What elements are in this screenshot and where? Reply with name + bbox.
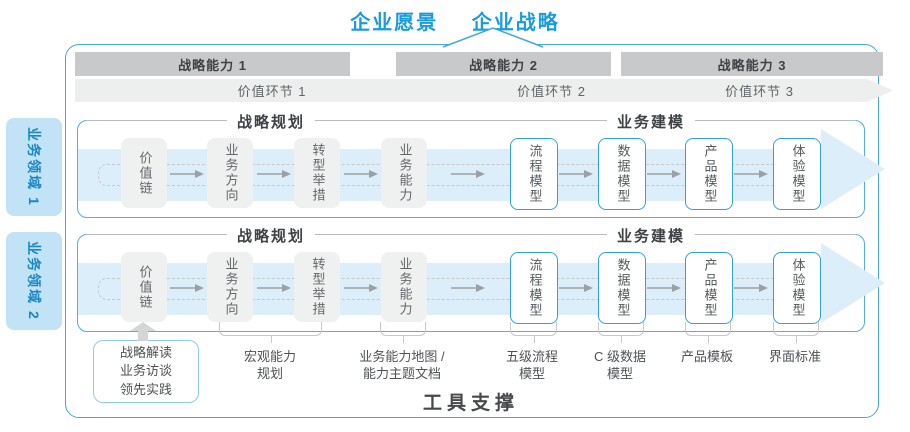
annotation-line: 宏观能力 [243, 349, 297, 364]
planning-header: 战略规划 [226, 111, 316, 132]
right-arrow-icon [734, 170, 768, 178]
header-divider-line [86, 234, 856, 235]
bracket [219, 322, 322, 343]
diagram-title: 企业愿景 企业战略 [0, 6, 910, 35]
capability-bar-1: 战略能力 1 [75, 52, 350, 76]
right-arrow-icon [344, 170, 378, 178]
experience-model-box: 体验模型 [773, 138, 821, 210]
right-arrow-icon [257, 284, 291, 292]
right-arrow-icon [451, 170, 485, 178]
experience-model-box: 体验模型 [773, 252, 821, 324]
right-arrow-icon [734, 284, 768, 292]
bracket [510, 322, 557, 343]
vision-title: 企业愿景 [350, 12, 439, 34]
capability-bar-3: 战略能力 3 [621, 52, 883, 76]
bracket [773, 322, 819, 343]
annotation-process-model: 五级流程 模型 [506, 349, 558, 383]
annotation-ui-standard: 界面标准 [769, 349, 821, 366]
transformation-initiative-box: 转型举措 [294, 138, 340, 208]
domain-1-row: 战略规划 业务建模 价值链 业务方向 转型举措 业务能力 流程模型 数据模型 产… [77, 111, 885, 218]
right-arrow-icon [647, 170, 681, 178]
domain-2-row: 战略规划 业务建模 价值链 业务方向 转型举措 业务能力 流程模型 数据模型 产… [77, 225, 885, 332]
bracket [380, 322, 426, 343]
right-arrow-icon [559, 284, 593, 292]
right-arrow-icon [257, 170, 291, 178]
process-model-box: 流程模型 [510, 252, 558, 324]
domain-label-1-text: 业务领域 1 [26, 127, 42, 207]
value-chain-box: 价值链 [121, 138, 167, 208]
annotation-line: 规划 [256, 365, 284, 381]
product-model-box: 产品模型 [685, 138, 733, 210]
modeling-header: 业务建模 [606, 111, 696, 132]
annotation-line: 能力主题文档 [362, 365, 442, 381]
business-direction-box: 业务方向 [207, 252, 253, 322]
value-chevron-3: 价值环节 3 [618, 79, 893, 102]
bracket [685, 322, 731, 343]
right-arrow-icon [170, 284, 204, 292]
domain-label-2: 业务领域 2 [6, 232, 62, 330]
annotation-line: 模型 [518, 365, 546, 381]
right-arrow-icon [170, 170, 204, 178]
right-arrow-icon [344, 284, 378, 292]
practice-line: 领先实践 [119, 381, 172, 397]
annotation-capability-map: 业务能力地图 / 能力主题文档 [359, 349, 444, 383]
annotation-macro-capability: 宏观能力 规划 [244, 349, 296, 383]
annotation-line: 业务能力地图 / [359, 349, 445, 364]
value-chevron-2: 价值环节 2 [447, 79, 648, 102]
process-model-box: 流程模型 [510, 138, 558, 210]
business-capability-box: 业务能力 [381, 252, 427, 322]
capability-bar-2: 战略能力 2 [396, 52, 611, 76]
annotation-line: 模型 [606, 365, 634, 381]
right-arrow-icon [451, 284, 485, 292]
annotation-line: C 级数据 [593, 349, 647, 364]
practice-line: 战略解读 [119, 344, 172, 360]
annotation-line: 产品模板 [680, 349, 734, 364]
planning-header: 战略规划 [226, 225, 316, 246]
annotation-data-model: C 级数据 模型 [594, 349, 646, 383]
up-arrow-icon [130, 322, 156, 341]
caret-up-icon [442, 27, 544, 48]
modeling-header: 业务建模 [606, 225, 696, 246]
annotation-product-template: 产品模板 [681, 349, 733, 366]
business-direction-box: 业务方向 [207, 138, 253, 208]
right-arrow-icon [559, 170, 593, 178]
domain-label-1: 业务领域 1 [6, 118, 62, 216]
practice-line: 业务访谈 [119, 363, 172, 379]
data-model-box: 数据模型 [598, 252, 646, 324]
bracket [598, 322, 644, 343]
right-arrow-icon [647, 284, 681, 292]
domain-label-2-text: 业务领域 2 [26, 241, 42, 321]
annotation-line: 界面标准 [768, 349, 822, 364]
header-divider-line [86, 120, 856, 121]
value-chain-box: 价值链 [121, 252, 167, 322]
data-model-box: 数据模型 [598, 138, 646, 210]
transformation-initiative-box: 转型举措 [294, 252, 340, 322]
value-chevron-1: 价值环节 1 [75, 79, 489, 102]
tool-support-label: 工具支撑 [422, 393, 519, 414]
practice-box: 战略解读 业务访谈 领先实践 [93, 340, 199, 403]
annotation-line: 五级流程 [505, 349, 559, 364]
product-model-box: 产品模型 [685, 252, 733, 324]
business-capability-box: 业务能力 [381, 138, 427, 208]
